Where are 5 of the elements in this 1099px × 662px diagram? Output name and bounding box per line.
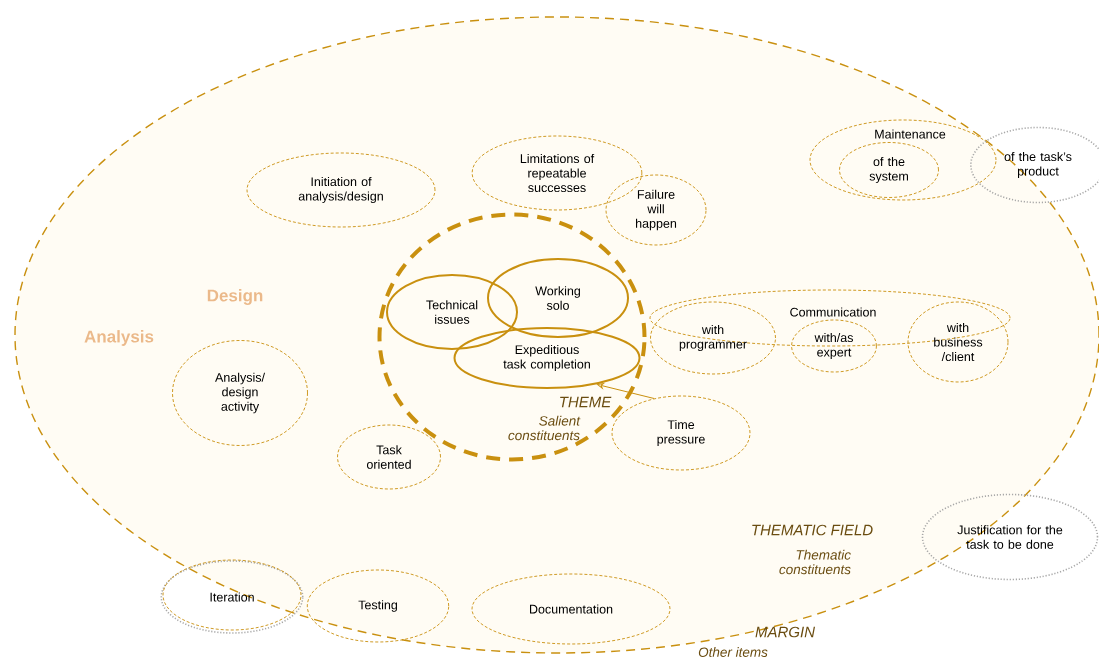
region-label: Design: [207, 289, 263, 305]
margin-label: Other items: [698, 647, 768, 657]
margin-label: MARGIN: [755, 626, 815, 638]
arrow: [597, 383, 655, 399]
region-label: Analysis: [84, 330, 154, 346]
